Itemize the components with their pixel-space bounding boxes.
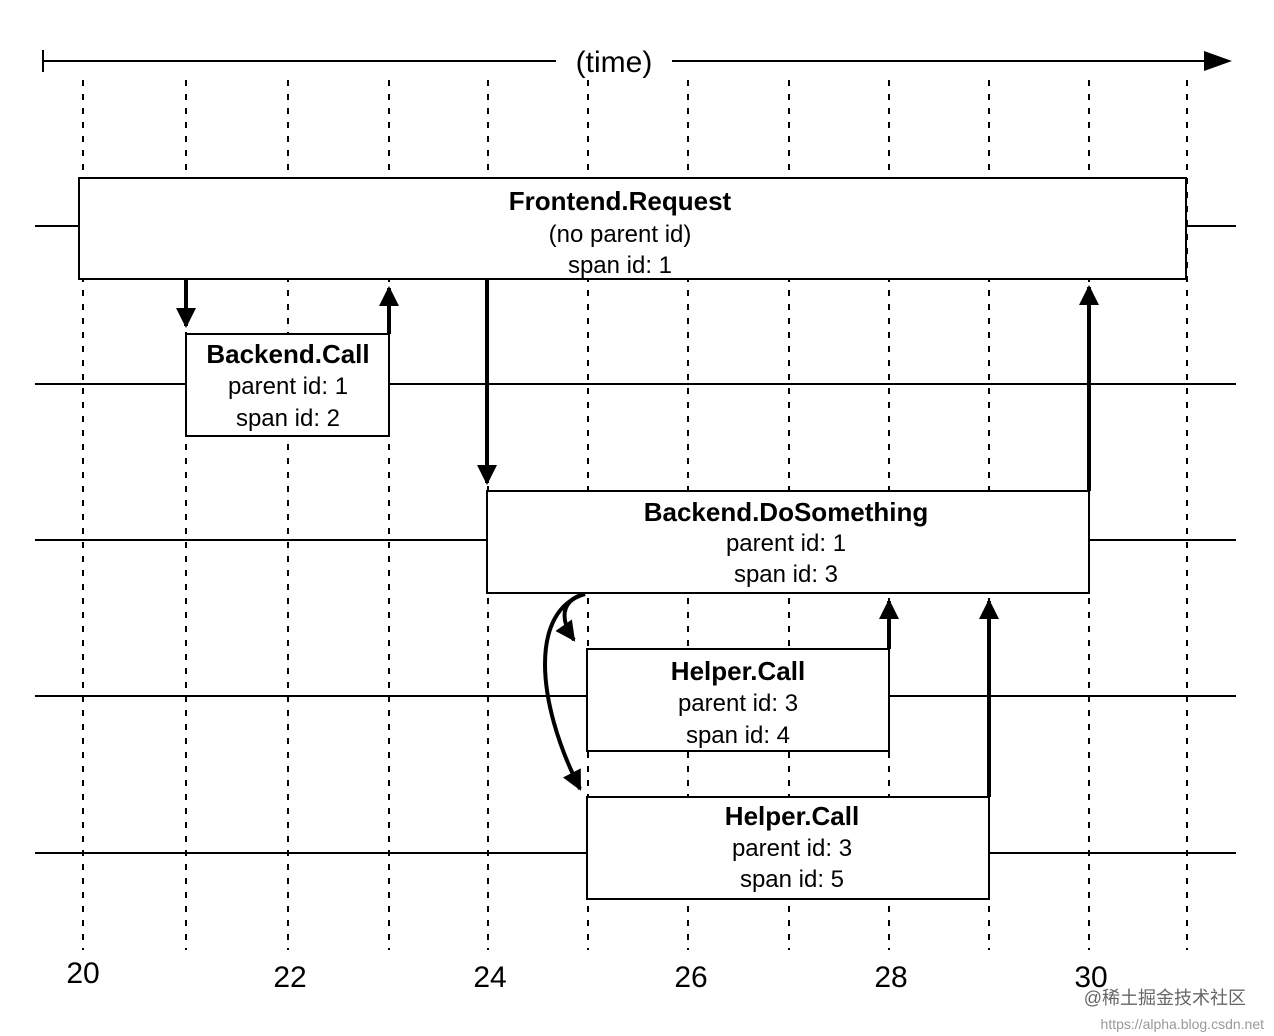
tick-labels: 20 22 24 26 28 30 bbox=[66, 957, 1107, 994]
span-id: span id: 1 bbox=[568, 252, 672, 279]
call-arrows bbox=[176, 280, 1099, 797]
span-parent-id: parent id: 3 bbox=[732, 835, 852, 862]
span-parent-id: parent id: 1 bbox=[726, 530, 846, 557]
span-id: span id: 2 bbox=[236, 405, 340, 432]
watermark-text: @稀土掘金技术社区 bbox=[1083, 988, 1246, 1008]
span-title: Frontend.Request bbox=[509, 186, 732, 216]
span-id: span id: 5 bbox=[740, 866, 844, 893]
tick-label: 28 bbox=[874, 961, 907, 994]
span-id: span id: 4 bbox=[686, 722, 790, 749]
span-parent-id: (no parent id) bbox=[549, 221, 692, 248]
tick-label: 24 bbox=[473, 961, 506, 994]
span-parent-id: parent id: 3 bbox=[678, 690, 798, 717]
span-backend-dosomething: Backend.DoSomething parent id: 1 span id… bbox=[486, 490, 1090, 594]
time-axis-label: (time) bbox=[576, 46, 653, 79]
arrow-call-helper-5 bbox=[543, 592, 586, 791]
tick-label: 30 bbox=[1074, 961, 1107, 994]
span-title: Backend.DoSomething bbox=[644, 497, 929, 527]
span-title: Backend.Call bbox=[206, 339, 369, 369]
tick-label: 26 bbox=[674, 961, 707, 994]
tick-label: 20 bbox=[66, 957, 99, 990]
span-title: Helper.Call bbox=[671, 656, 805, 686]
span-helper-call-4: Helper.Call parent id: 3 span id: 4 bbox=[586, 648, 890, 752]
span-parent-id: parent id: 1 bbox=[228, 373, 348, 400]
span-frontend-request: Frontend.Request (no parent id) span id:… bbox=[78, 177, 1187, 280]
time-axis: (time) bbox=[42, 46, 1232, 79]
span-id: span id: 3 bbox=[734, 561, 838, 588]
span-helper-call-5: Helper.Call parent id: 3 span id: 5 bbox=[586, 796, 990, 900]
tick-label: 22 bbox=[273, 961, 306, 994]
span-backend-call: Backend.Call parent id: 1 span id: 2 bbox=[185, 333, 390, 437]
time-arrow-head bbox=[1204, 51, 1232, 71]
span-title: Helper.Call bbox=[725, 801, 859, 831]
watermark-url: https://alpha.blog.csdn.net bbox=[1100, 1016, 1264, 1032]
